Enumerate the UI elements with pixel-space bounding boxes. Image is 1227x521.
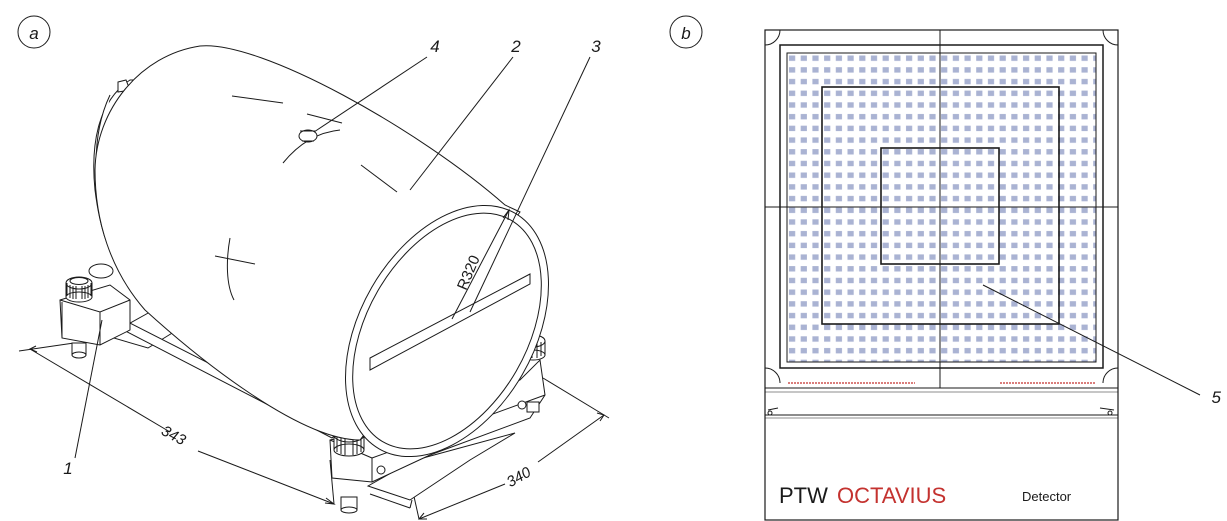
callout-leaders bbox=[74, 56, 591, 459]
dimension-340 bbox=[412, 377, 610, 520]
detector-housing bbox=[764, 29, 1119, 521]
left-base-block bbox=[59, 263, 131, 346]
callout-5: 5 bbox=[1212, 388, 1222, 407]
dimension-width-label: 340 bbox=[504, 463, 535, 491]
callout-4: 4 bbox=[430, 37, 439, 56]
crosshair bbox=[765, 30, 1118, 388]
callout-5-leader bbox=[982, 284, 1201, 396]
panel-b-label-text: b bbox=[681, 24, 690, 43]
brand-octavius: OCTAVIUS bbox=[837, 483, 946, 508]
detector-label: Detector bbox=[1022, 489, 1072, 504]
panel-a: a 343 340 bbox=[17, 15, 610, 520]
dimension-343 bbox=[18, 342, 336, 505]
callout-1: 1 bbox=[63, 459, 72, 478]
alignment-marks bbox=[214, 95, 398, 301]
panel-b-label: b bbox=[669, 15, 703, 49]
radius-line bbox=[451, 209, 510, 320]
panel-b: b bbox=[669, 15, 1222, 521]
edge-marks bbox=[767, 407, 1115, 416]
panel-a-label-text: a bbox=[29, 24, 38, 43]
dimension-length-label: 343 bbox=[158, 422, 189, 449]
panel-a-label: a bbox=[17, 15, 51, 49]
callout-3: 3 bbox=[591, 37, 601, 56]
detector-slot bbox=[369, 273, 531, 371]
knob-left bbox=[65, 276, 93, 359]
callout-2: 2 bbox=[510, 37, 521, 56]
brand-ptw: PTW bbox=[779, 483, 828, 508]
